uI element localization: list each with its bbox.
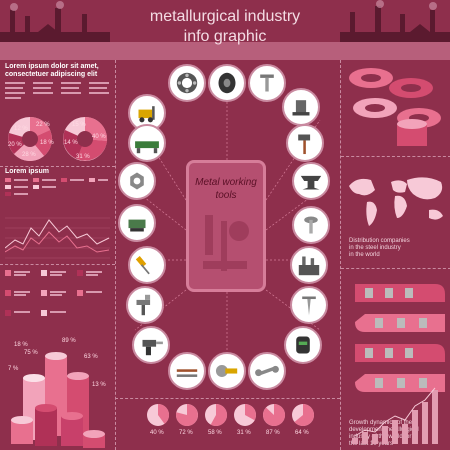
pie-label: 64 %	[295, 430, 309, 436]
cylinder-chart	[11, 352, 105, 448]
anvil-icon	[292, 162, 330, 200]
wire-spool-icon	[208, 64, 246, 102]
pie-label: 40 %	[150, 430, 164, 436]
card-title-line2: tools	[215, 190, 237, 201]
rivet-icon	[292, 206, 330, 244]
tools-set-icon	[168, 352, 206, 390]
pie-label: 31 %	[76, 154, 90, 160]
pie-label: 31 %	[237, 430, 251, 436]
cylinder-label: 63 %	[84, 354, 98, 360]
pie-label: 28 %	[22, 152, 36, 158]
factory-skyline-icon	[0, 0, 450, 44]
pie-label: 15 %	[72, 122, 86, 128]
map-caption-line2: in the steel industry	[349, 245, 401, 251]
growth-caption-line4: the last 10 years	[349, 441, 394, 447]
wrench-icon	[248, 352, 286, 390]
center-card: Metal working tools	[186, 160, 266, 292]
spray-gun-icon	[126, 286, 164, 324]
pie-label: 72 %	[179, 430, 193, 436]
steel-ribbon-chart	[355, 284, 445, 392]
left-panel: Lorem ipsum dolor sit amet, consectetuer…	[0, 60, 116, 450]
angle-grinder-icon	[208, 352, 246, 390]
pie-label: 14 %	[64, 140, 78, 146]
page-subtitle: info graphic	[183, 28, 267, 45]
nail-icon	[290, 286, 328, 324]
pie-label: 20 %	[8, 142, 22, 148]
growth-bar-chart	[352, 387, 438, 444]
pie-label: 87 %	[266, 430, 280, 436]
right-panel: Distribution companies in the steel indu…	[340, 60, 450, 450]
screwdriver-icon	[128, 246, 166, 284]
intro-text-line1: Lorem ipsum dolor sit amet,	[5, 63, 99, 70]
section-heading: Lorem ipsum	[5, 168, 49, 175]
ring-chart	[349, 68, 441, 146]
line-chart	[5, 217, 110, 259]
pie-label: 58 %	[208, 430, 222, 436]
world-map-icon	[349, 177, 443, 226]
screw-icon	[248, 64, 286, 102]
cylinder-label: 7 %	[8, 366, 19, 372]
map-caption-line1: Distribution companies	[349, 238, 410, 244]
page-title: metallurgical industry	[149, 8, 301, 25]
pie-label: 18 %	[40, 140, 54, 146]
vise-icon	[118, 204, 156, 242]
cylinder-label: 18 %	[14, 342, 28, 348]
divider	[341, 268, 450, 269]
hammer-icon	[286, 124, 324, 162]
cylinder-label: 75 %	[24, 350, 38, 356]
legend-list	[5, 270, 102, 316]
bearing-icon	[168, 64, 206, 102]
tools-silhouette-icon	[203, 215, 249, 271]
pie-label: 12 %	[14, 126, 28, 132]
card-title-line1: Metal working	[195, 177, 257, 188]
divider	[0, 166, 115, 167]
legend-blocks	[5, 178, 108, 196]
anvil-tool-icon	[282, 88, 320, 126]
intro-text-line2: consectetuer adipiscing elit	[5, 71, 98, 78]
divider	[115, 398, 340, 399]
text-columns	[5, 82, 109, 99]
cylinder-label: 13 %	[92, 382, 106, 388]
map-caption-line3: in the world	[349, 252, 380, 258]
growth-caption-line3: industry of the world for	[349, 434, 412, 440]
factory-icon	[290, 246, 328, 284]
welding-mask-icon	[284, 326, 322, 364]
divider	[341, 156, 450, 157]
pie-label: 22 %	[36, 122, 50, 128]
divider	[0, 264, 115, 265]
header-band	[0, 42, 450, 60]
cylinder-label: 89 %	[62, 338, 76, 344]
header: metallurgical industry info graphic	[0, 0, 450, 60]
bottom-pie-row	[147, 403, 314, 426]
nut-bolt-icon	[118, 162, 156, 200]
donut-charts	[8, 116, 108, 161]
drill-icon	[132, 326, 170, 364]
lathe-icon	[128, 124, 166, 162]
growth-caption-line1: Growth dynamics of the	[349, 420, 413, 426]
pie-label: 40 %	[92, 134, 106, 140]
